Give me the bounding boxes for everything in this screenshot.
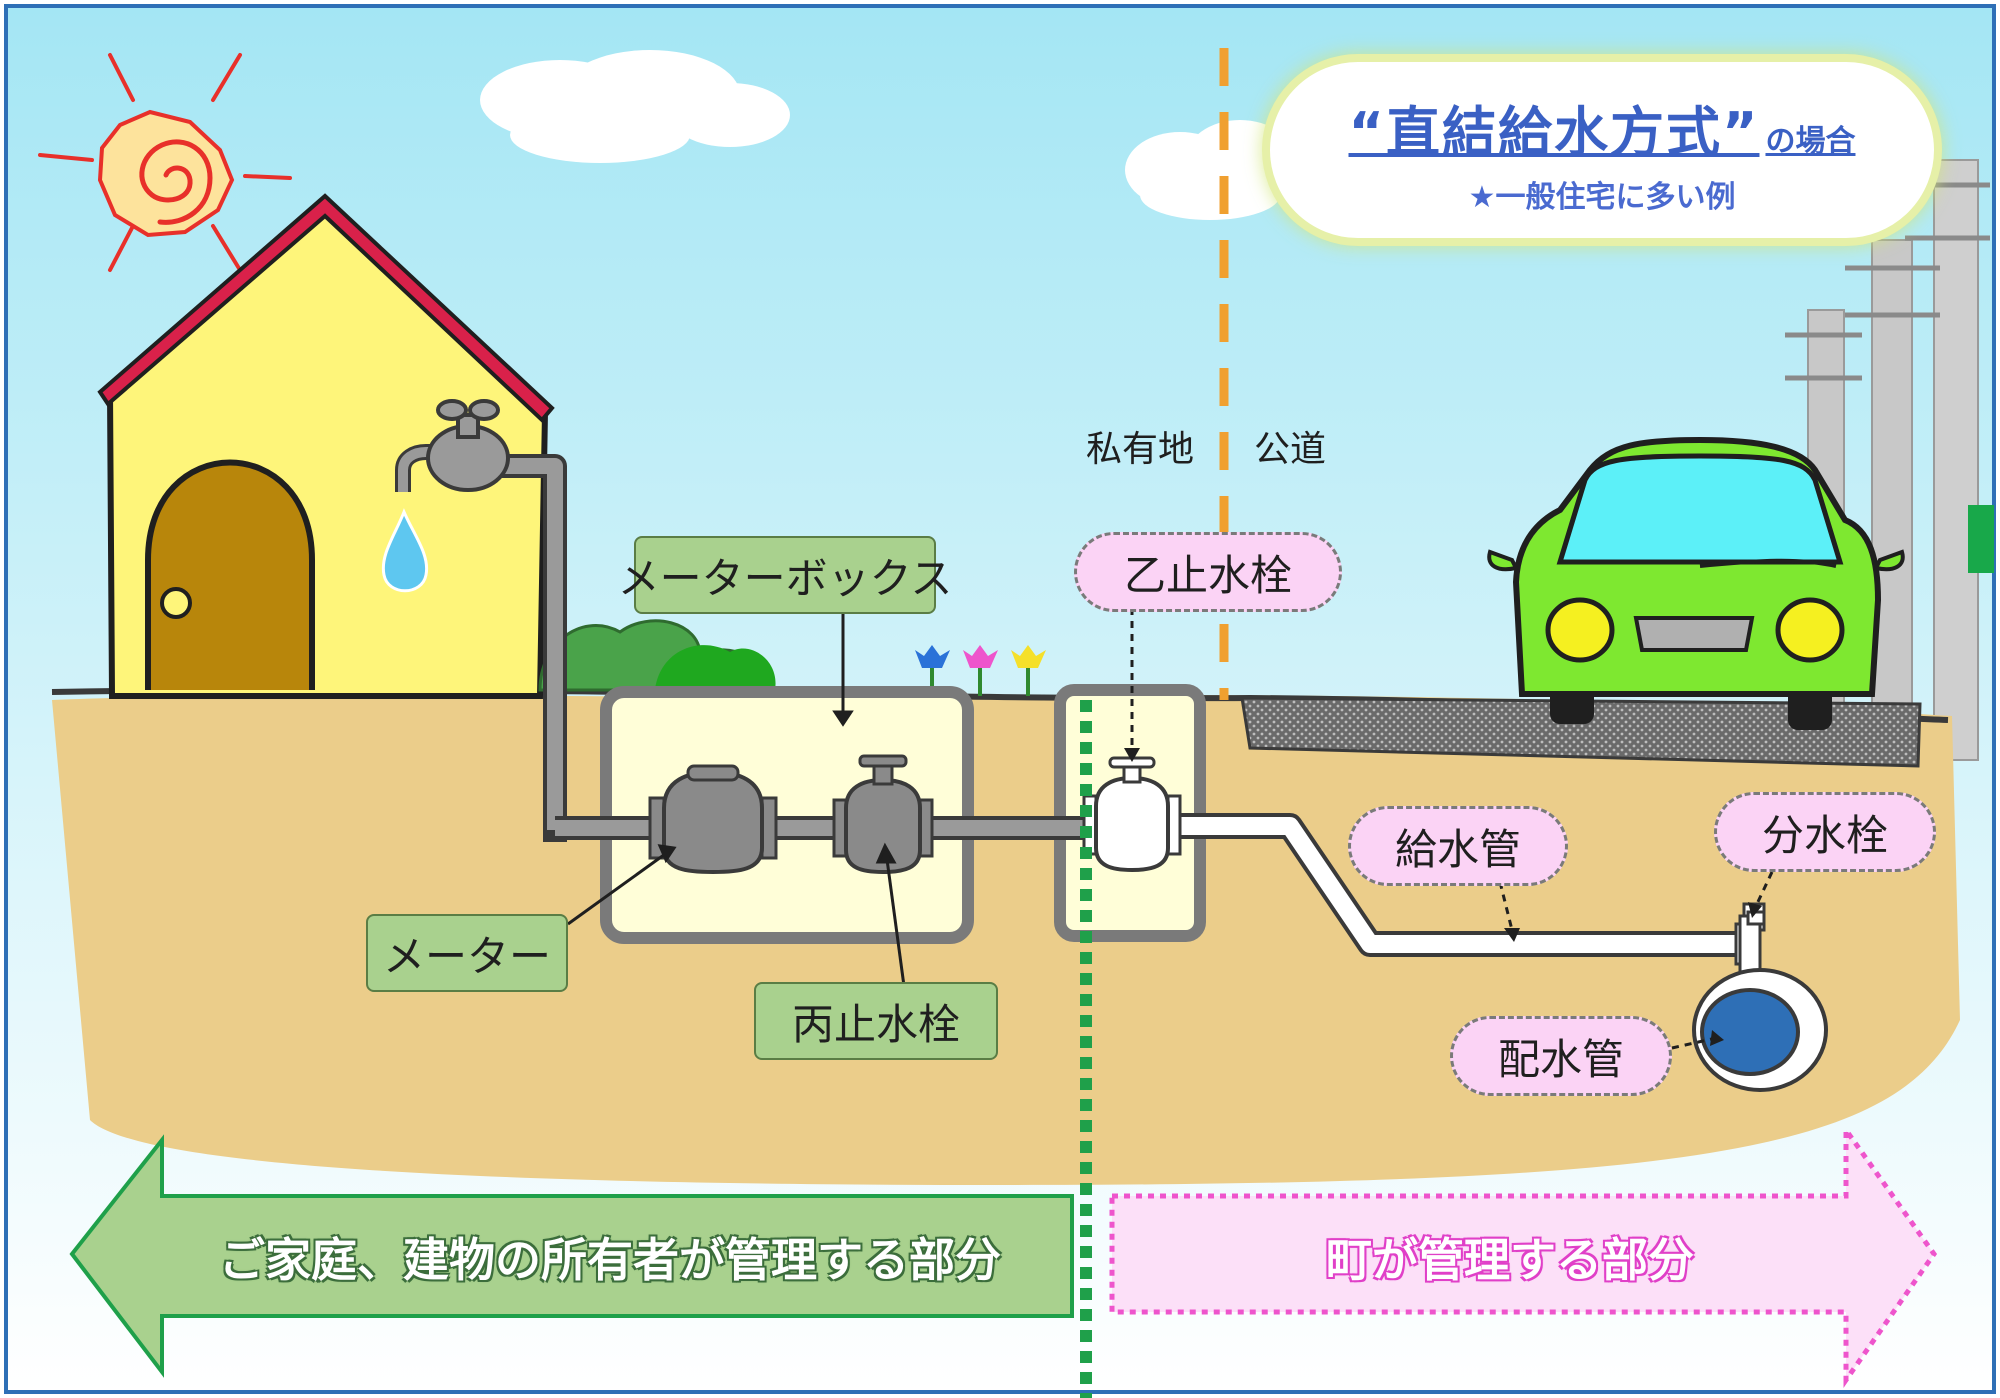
- title-heading: “直結給水方式”の場合: [1270, 88, 1934, 167]
- door-icon: [145, 459, 315, 690]
- otsu-stop-valve-label: 乙止水栓: [1074, 532, 1342, 612]
- hei-stop-valve-icon: [832, 754, 934, 875]
- dashed-arrowheads: [1124, 748, 1762, 1046]
- hei-stop-valve-label: 丙止水栓: [754, 982, 998, 1060]
- door-knob: [160, 587, 192, 619]
- road-surface: [1240, 696, 1922, 768]
- meter-box: [600, 686, 974, 944]
- branch-valve-icon: [1734, 902, 1766, 982]
- owner-responsibility-arrow: [69, 1134, 1074, 1378]
- sun-icon: [38, 53, 292, 272]
- meter-label: メーター: [366, 914, 568, 992]
- owner-responsibility-label: ご家庭、建物の所有者が管理する部分: [219, 1233, 1001, 1287]
- branch-valve-label: 分水栓: [1714, 792, 1936, 872]
- dashed-leader-lines: [1130, 608, 1774, 1050]
- cloud-icon: [480, 50, 790, 163]
- water-meter-icon: [648, 764, 778, 875]
- water-drop-icon: [381, 508, 429, 593]
- distribution-main-icon: [1692, 968, 1828, 1092]
- town-responsibility-arrow: [1109, 1122, 1938, 1388]
- page-subtitle: ★一般住宅に多い例: [1468, 180, 1736, 215]
- house-icon: [97, 193, 555, 699]
- bush-icon: [538, 619, 776, 692]
- faucet-icon: [395, 399, 510, 492]
- car-icon: [1487, 436, 1905, 730]
- town-responsibility-label: 町が管理する部分: [1326, 1233, 1694, 1287]
- supply-pipe-label: 給水管: [1348, 806, 1568, 886]
- arrowhead: [832, 710, 854, 727]
- otsu-stop-valve-icon: [1082, 756, 1182, 873]
- title-suffix: の場合: [1765, 124, 1856, 159]
- public-road-label: 公道: [1253, 429, 1326, 470]
- arrowhead: [657, 844, 677, 864]
- private-land-label: 私有地: [1085, 429, 1194, 470]
- meter-box-label: メーターボックス: [618, 536, 952, 614]
- title-panel: “直結給水方式”の場合 ★一般住宅に多い例: [1262, 54, 1942, 246]
- sign-marker: [1968, 505, 1994, 573]
- flower-icon: [915, 645, 1046, 696]
- arrowhead: [875, 842, 897, 864]
- page-title: “直結給水方式”: [1348, 101, 1760, 164]
- distribution-main-label: 配水管: [1450, 1016, 1672, 1096]
- leader-lines: [567, 614, 906, 987]
